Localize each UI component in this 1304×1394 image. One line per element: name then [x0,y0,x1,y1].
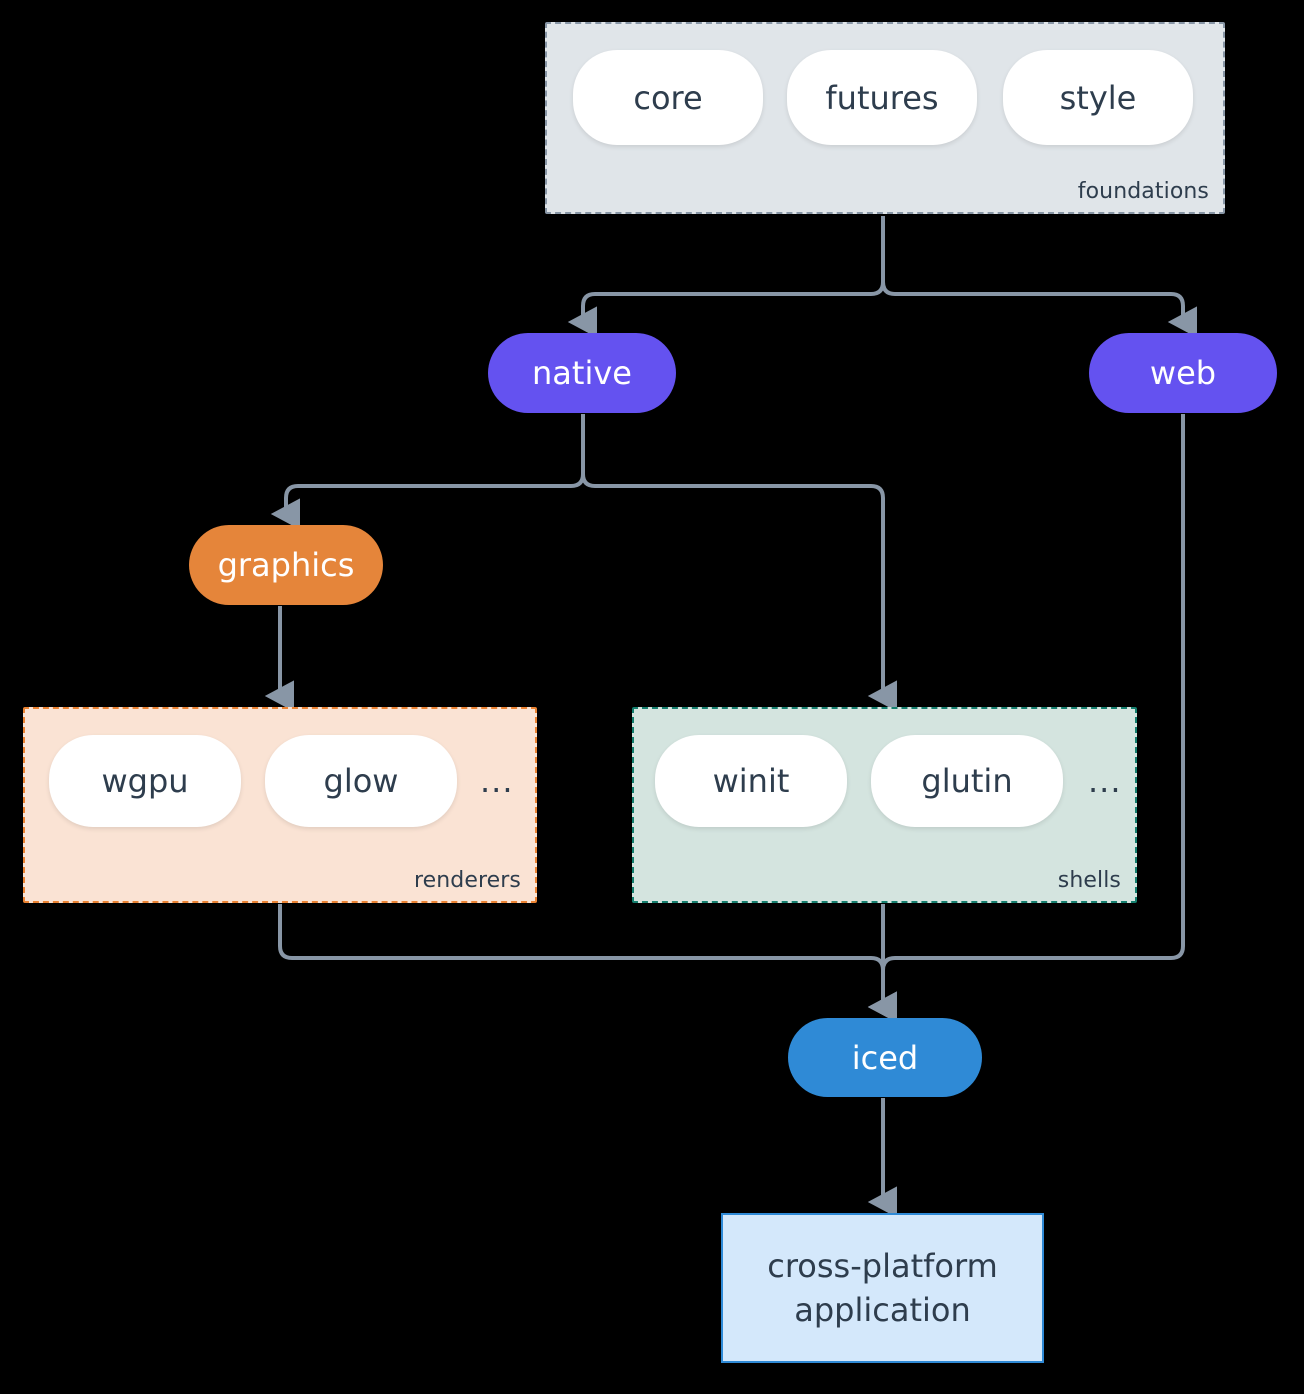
node-native[interactable]: native [488,333,676,413]
cluster-renderers-label: renderers [413,868,521,893]
cross-platform-line-1: cross-platform [767,1246,998,1285]
node-graphics[interactable]: graphics [189,525,383,605]
cluster-shells-label: shells [1057,868,1121,893]
node-core[interactable]: core [573,50,763,145]
edge-native-shells [581,414,898,712]
cluster-foundations-label: foundations [1077,179,1209,204]
node-wgpu[interactable]: wgpu [49,735,241,827]
node-style[interactable]: style [1003,50,1193,145]
cross-platform-line-2: application [794,1291,971,1329]
edge-renderers-iced [278,904,898,1023]
edge-foundations-web [881,216,1198,338]
node-iced[interactable]: iced [788,1018,982,1097]
node-glutin[interactable]: glutin [871,735,1063,827]
node-renderers-more: ... [480,762,514,800]
node-futures[interactable]: futures [787,50,977,145]
edge-foundations-native [567,216,885,338]
node-winit[interactable]: winit [655,735,847,827]
node-web[interactable]: web [1089,333,1277,413]
node-shells-more: ... [1088,762,1122,800]
node-cross-platform-application[interactable]: cross-platform application [721,1213,1044,1363]
node-glow[interactable]: glow [265,735,457,827]
edge-native-graphics [270,414,585,530]
